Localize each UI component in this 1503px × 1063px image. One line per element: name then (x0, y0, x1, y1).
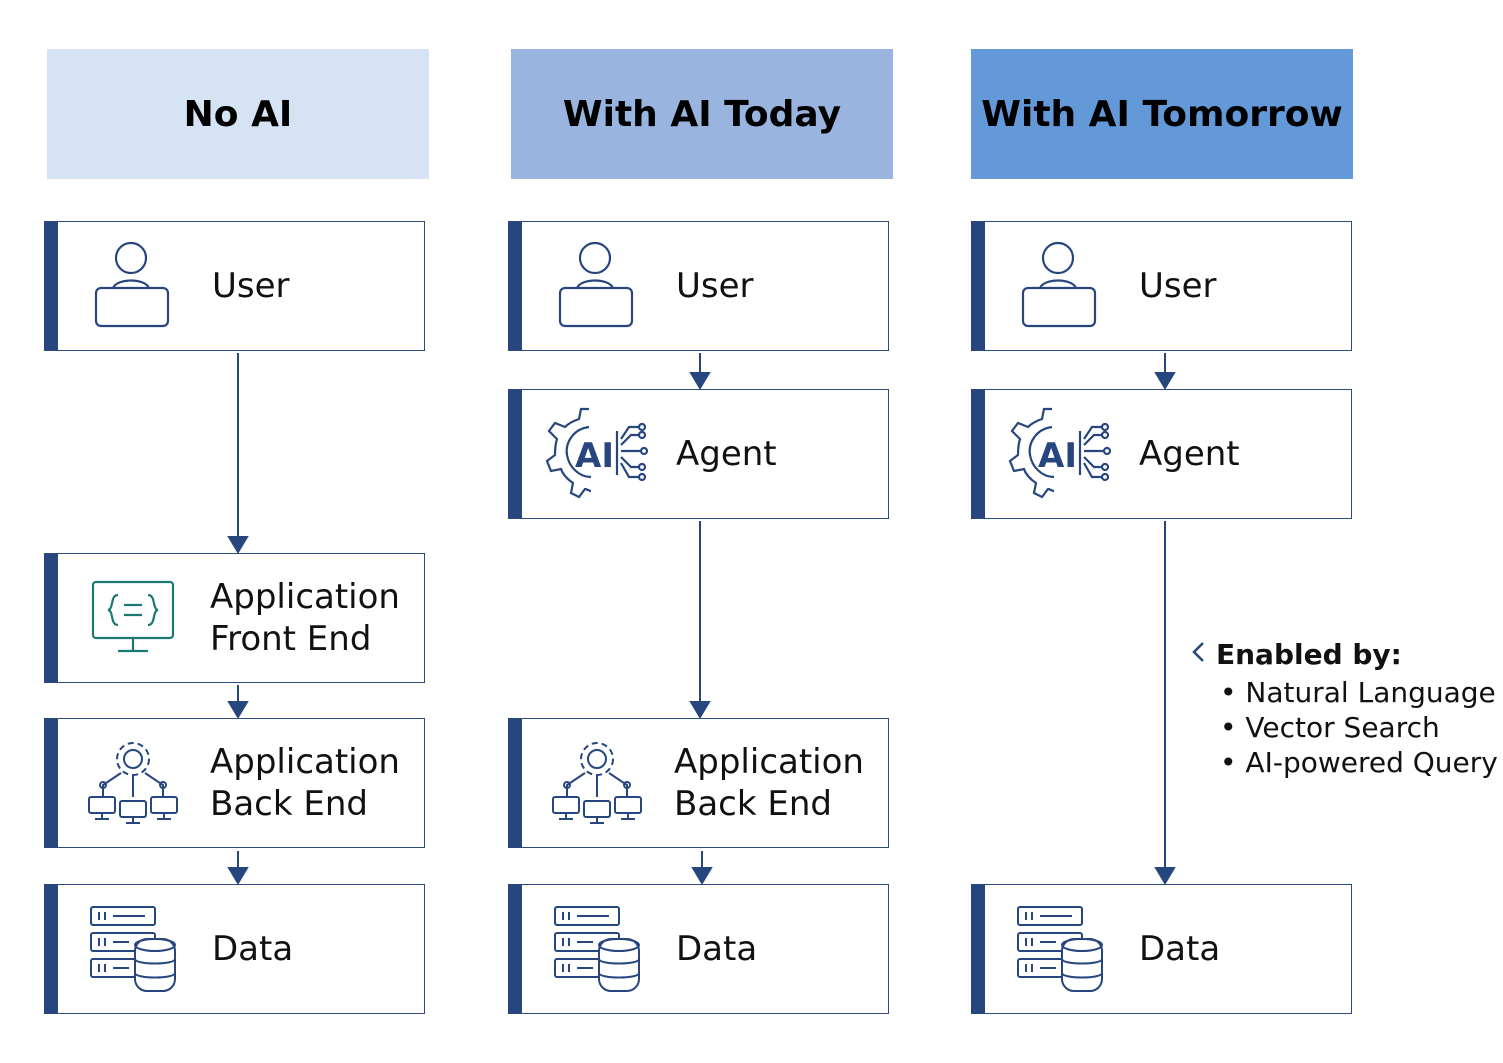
svg-text:AI: AI (575, 436, 614, 476)
header-no-ai: No AI (47, 49, 429, 179)
enabled-by-callout: Enabled by: Natural Language Vector Sear… (1190, 638, 1498, 780)
header-with-ai-tomorrow: With AI Tomorrow (971, 49, 1353, 179)
box-label: Data (1139, 929, 1221, 969)
box-label: Agent (1139, 434, 1240, 474)
box-label: User (212, 266, 290, 306)
box-user: User (508, 221, 889, 351)
list-item: Vector Search (1220, 710, 1498, 745)
box-application-back-end: Application Back End (508, 718, 889, 848)
box-data: Data (508, 884, 889, 1014)
enabled-by-title: Enabled by: (1216, 638, 1402, 671)
database-server-icon (542, 894, 652, 1004)
svg-text:AI: AI (1038, 436, 1077, 476)
list-item: Natural Language (1220, 675, 1498, 710)
header-with-ai-today: With AI Today (511, 49, 893, 179)
enabled-by-title-row: Enabled by: (1190, 638, 1498, 671)
chevron-left-icon (1190, 638, 1206, 671)
ai-gear-icon: AI (542, 399, 652, 509)
code-monitor-icon (78, 563, 188, 673)
box-label: Application Back End (674, 742, 864, 824)
box-label: Application Back End (210, 742, 400, 824)
ai-gear-icon: AI (1005, 399, 1115, 509)
box-label: Agent (676, 434, 777, 474)
user-laptop-icon (1005, 231, 1115, 341)
box-label: User (676, 266, 754, 306)
box-label: Data (676, 929, 758, 969)
box-user: User (44, 221, 425, 351)
box-agent: AI Agent (508, 389, 889, 519)
box-agent: AI Agent (971, 389, 1352, 519)
box-label: Data (212, 929, 294, 969)
list-item: AI-powered Query (1220, 745, 1497, 780)
box-label: User (1139, 266, 1217, 306)
box-application-back-end: Application Back End (44, 718, 425, 848)
gear-network-icon (542, 728, 652, 838)
enabled-by-list: Natural Language Vector Search AI-powere… (1220, 675, 1498, 780)
box-data: Data (971, 884, 1352, 1014)
box-user: User (971, 221, 1352, 351)
database-server-icon (78, 894, 188, 1004)
user-laptop-icon (78, 231, 188, 341)
box-application-front-end: Application Front End (44, 553, 425, 683)
box-data: Data (44, 884, 425, 1014)
box-label: Application Front End (210, 577, 400, 659)
user-laptop-icon (542, 231, 652, 341)
gear-network-icon (78, 728, 188, 838)
database-server-icon (1005, 894, 1115, 1004)
